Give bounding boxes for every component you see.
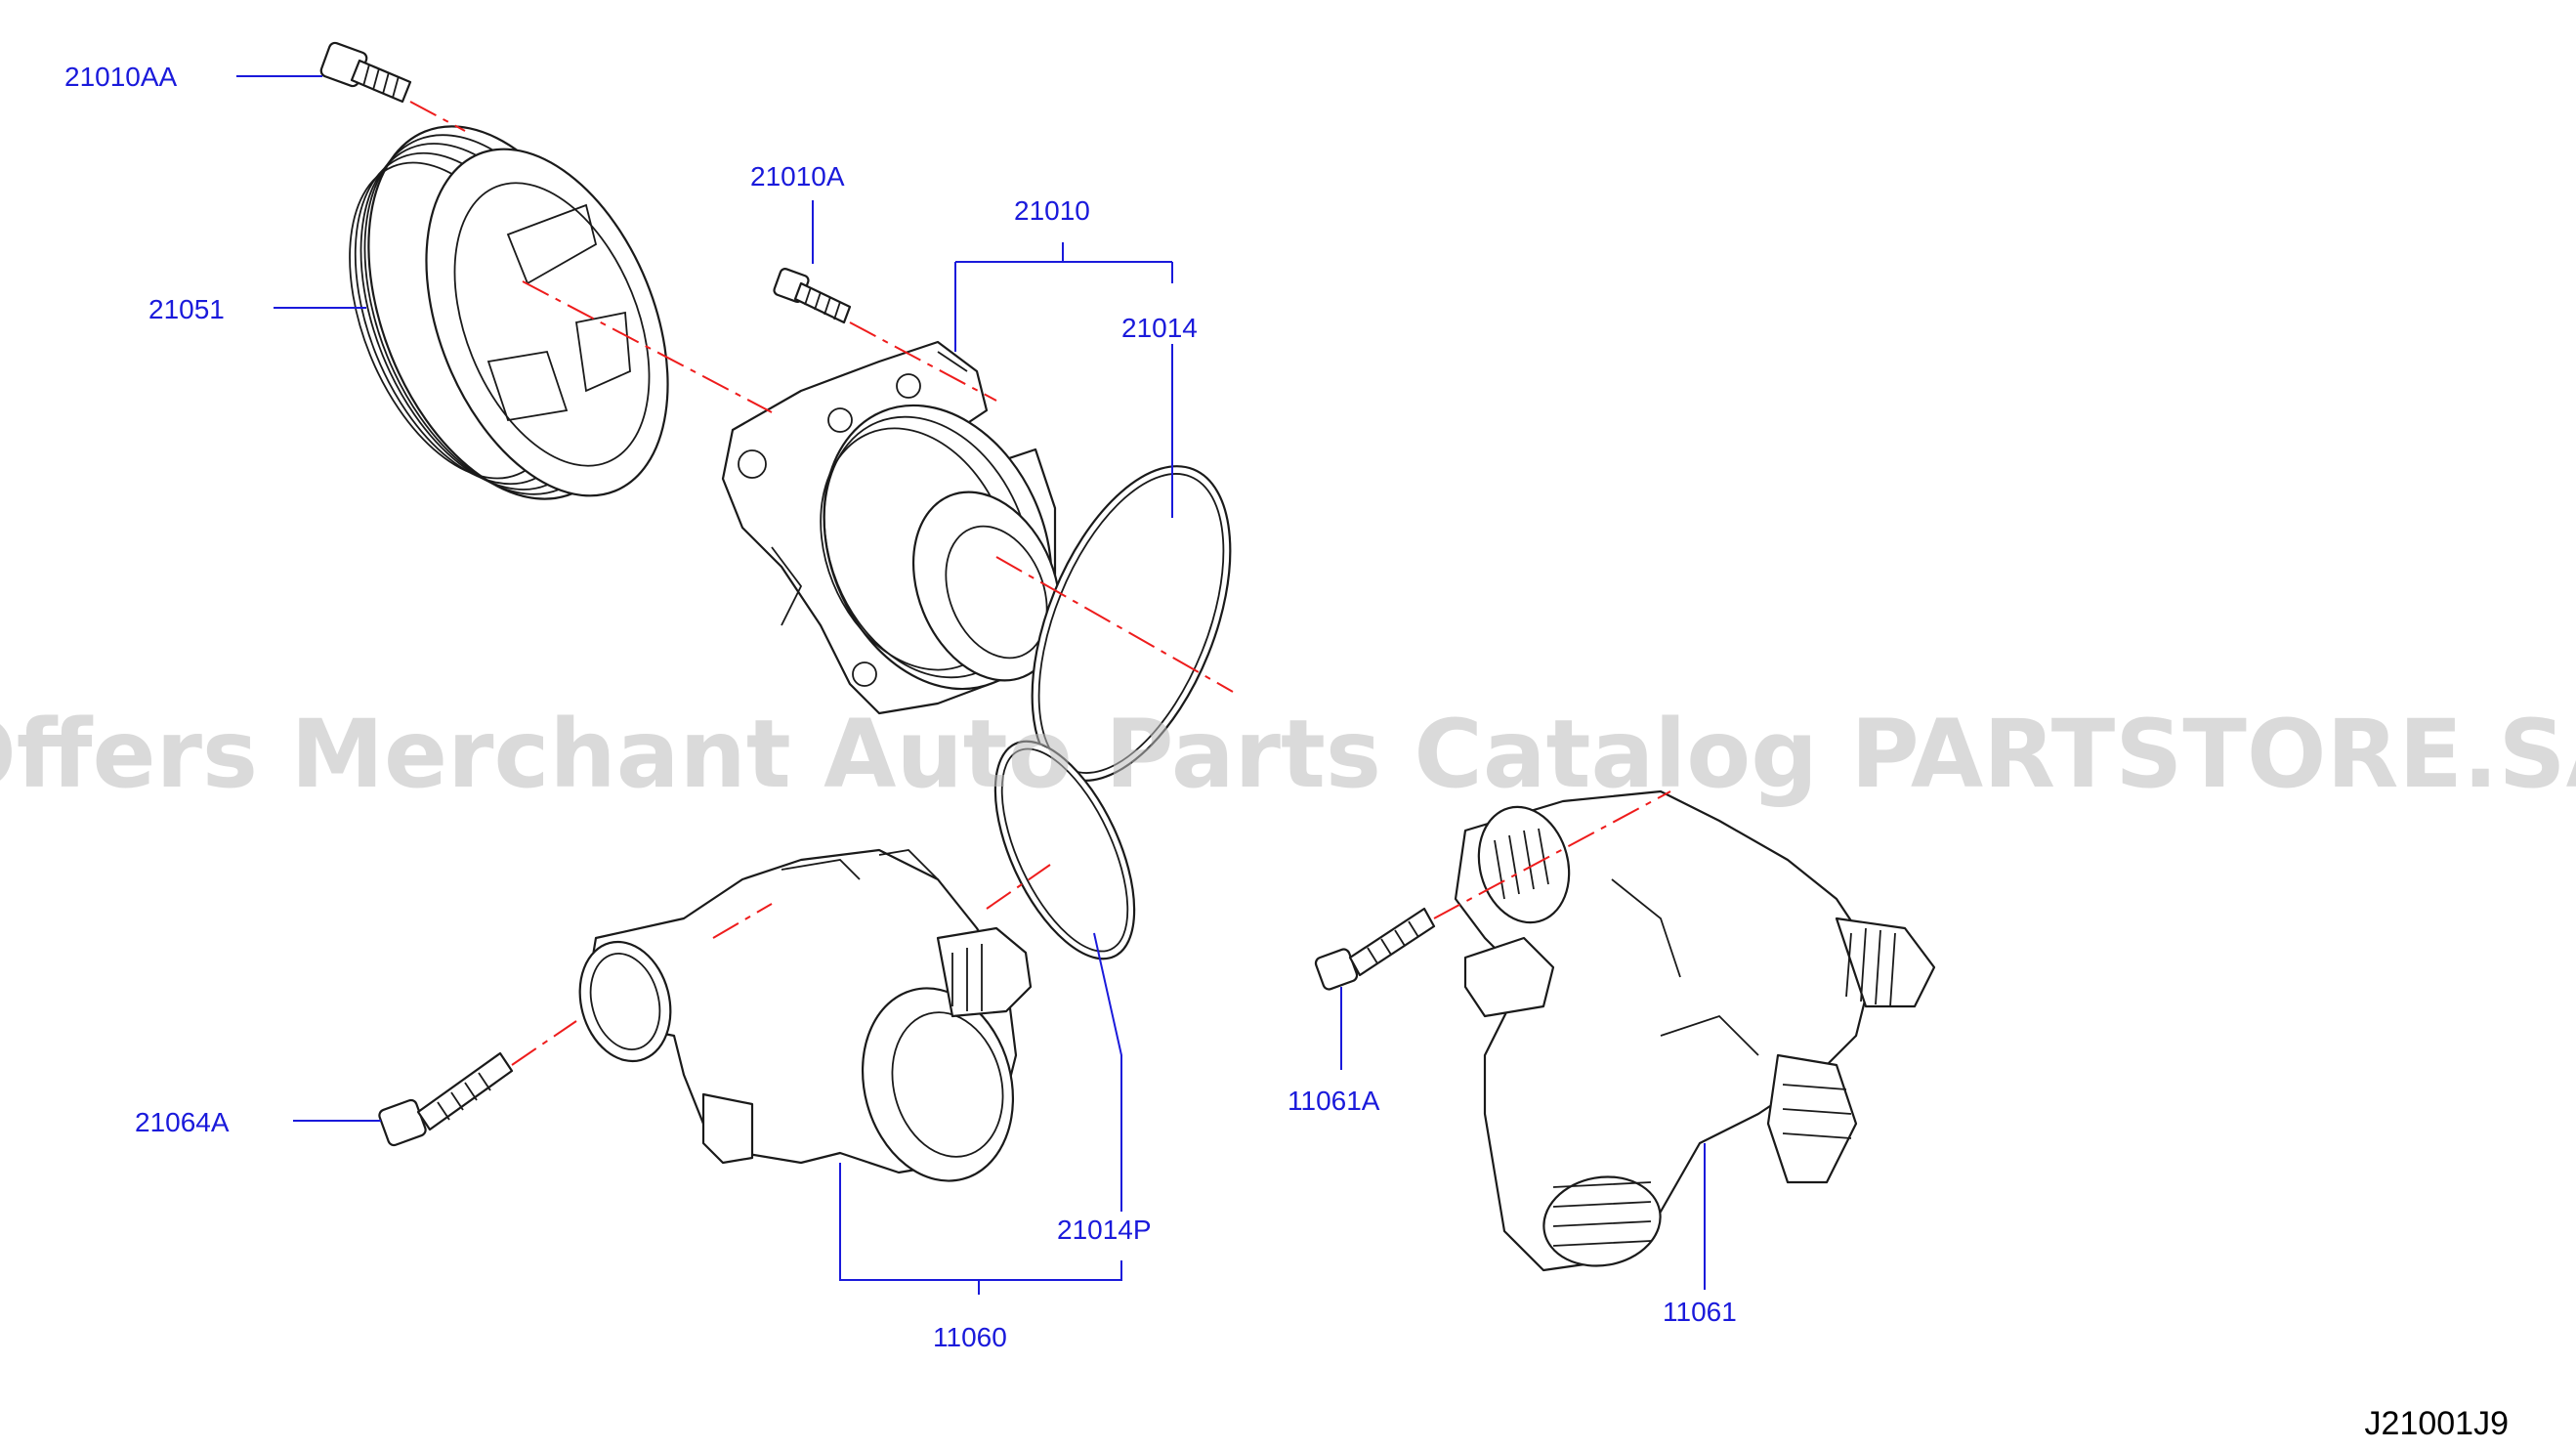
axis-21010AA	[409, 101, 466, 132]
label-21064A[interactable]: 21064A	[135, 1107, 230, 1137]
watermark: Offers Merchant Auto Parts Catalog PARTS…	[0, 700, 2576, 809]
thermostat-housing-11060[interactable]	[567, 848, 1034, 1198]
diagram-code: J21001J9	[2365, 1405, 2509, 1442]
label-11061[interactable]: 11061	[1663, 1297, 1737, 1327]
label-21010AA[interactable]: 21010AA	[64, 62, 178, 92]
axis-11061A	[1433, 790, 1671, 919]
label-21014[interactable]: 21014	[1121, 313, 1198, 343]
leader-21010	[954, 242, 1173, 352]
bolt-21010AA[interactable]	[319, 41, 412, 104]
label-21051[interactable]: 21051	[148, 294, 225, 324]
gasket-21014P[interactable]	[966, 721, 1162, 979]
pulley-21051[interactable]	[308, 88, 715, 536]
label-11060[interactable]: 11060	[933, 1322, 1007, 1352]
label-11061A[interactable]: 11061A	[1288, 1086, 1380, 1116]
label-21010[interactable]: 21010	[1014, 195, 1090, 226]
axis-11060-gasket	[986, 864, 1051, 910]
label-21014P[interactable]: 21014P	[1057, 1215, 1152, 1245]
thermostat-housing-11061[interactable]	[1454, 789, 1936, 1275]
bolt-21010A[interactable]	[773, 268, 852, 324]
axis-21010A	[849, 321, 997, 402]
label-21010A[interactable]: 21010A	[750, 161, 845, 192]
leader-21014P	[1093, 932, 1122, 1212]
axis-pump-gasket	[995, 556, 1234, 693]
axis-11060-left	[712, 903, 773, 939]
axis-21064A	[511, 1020, 577, 1066]
bolt-21064A[interactable]	[378, 1051, 514, 1147]
water-pump-21010[interactable]	[721, 340, 1092, 723]
axis-pulley	[522, 280, 773, 413]
bolt-11061A[interactable]	[1314, 907, 1436, 991]
leader-11060	[839, 1163, 1122, 1295]
